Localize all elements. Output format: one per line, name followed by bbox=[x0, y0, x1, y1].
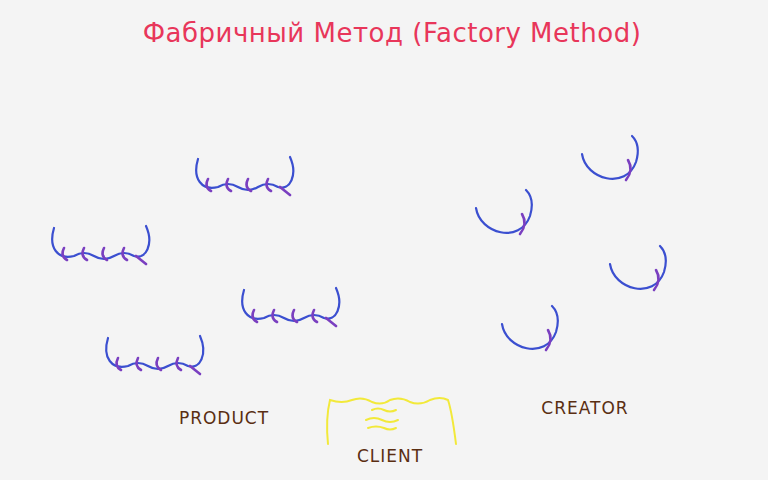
product-doodle bbox=[196, 157, 293, 195]
creator-doodle bbox=[502, 306, 558, 350]
product-doodle bbox=[106, 336, 203, 374]
client-label: CLIENT bbox=[322, 446, 458, 466]
creator-doodle bbox=[476, 190, 532, 234]
group-label: PRODUCT bbox=[179, 408, 269, 428]
product-doodle bbox=[52, 226, 149, 264]
client-box: CLIENT bbox=[322, 394, 458, 466]
diagram-title: Фабричный Метод (Factory Method) bbox=[143, 18, 642, 48]
node-texts: CLIENT bbox=[322, 394, 458, 466]
creator-doodle bbox=[610, 246, 666, 290]
creator-doodle bbox=[582, 136, 638, 180]
product-doodle bbox=[242, 288, 339, 326]
group-label: CREATOR bbox=[541, 398, 628, 418]
client-outline bbox=[322, 394, 458, 446]
